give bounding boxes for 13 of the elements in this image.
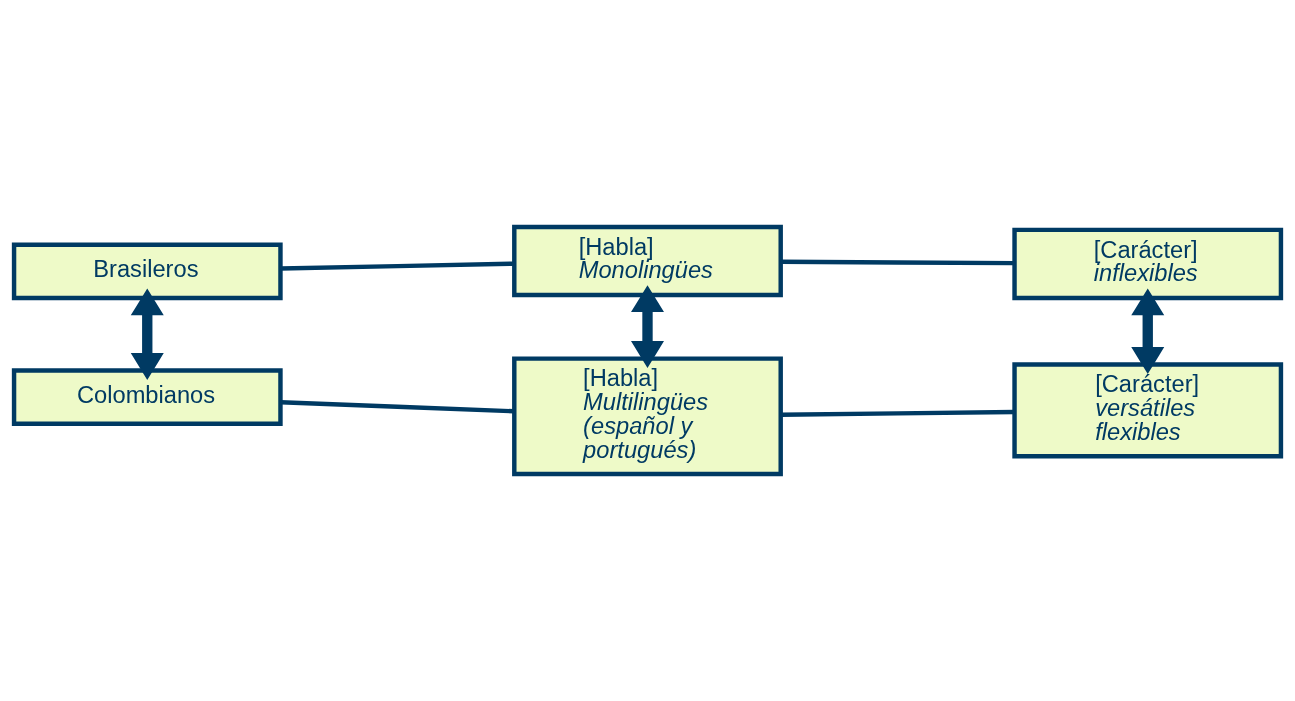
node-box: [Habla] Multilingües (español y portugués) [512, 356, 783, 477]
node-box: [Habla] Monolingües [512, 224, 783, 298]
node-box: [Carácter] versátiles flexibles [1012, 362, 1284, 459]
node-box: Brasileros [11, 242, 283, 301]
arrow [1131, 288, 1165, 374]
connector [780, 409, 1015, 417]
node-box: [Carácter] inflexibles [1012, 227, 1284, 301]
node-box: Colombianos [11, 368, 283, 426]
connector [280, 261, 514, 271]
connector [280, 400, 514, 414]
arrow [130, 288, 164, 380]
arrow [631, 285, 664, 368]
connector [780, 259, 1015, 266]
